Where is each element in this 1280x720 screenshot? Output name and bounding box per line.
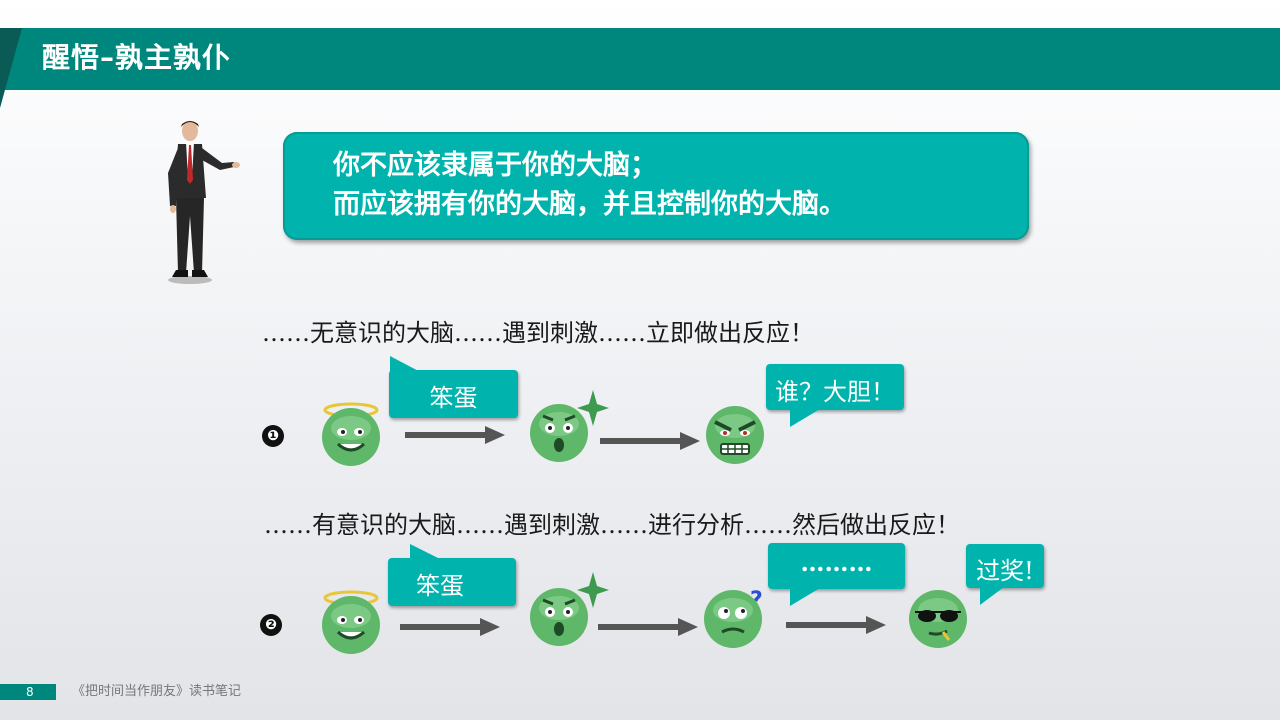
arrow-icon xyxy=(405,426,505,444)
arrow-icon xyxy=(598,618,698,636)
arrow-icon xyxy=(600,432,700,450)
footer-caption: 《把时间当作朋友》读书笔记 xyxy=(72,684,242,699)
title-fold-decoration xyxy=(0,28,22,108)
bubble-tail xyxy=(790,409,820,427)
angry-face-icon xyxy=(706,406,764,464)
reply-bubble-1-text: 谁？大胆！ xyxy=(775,378,895,406)
slide-title: 醒悟–孰主孰仆 xyxy=(42,41,232,74)
businessman-icon xyxy=(168,121,240,284)
shocked-face-icon xyxy=(530,390,609,462)
reply-bubble-2-text: 过奖! xyxy=(976,557,1034,585)
bubble-tail xyxy=(980,587,1004,605)
title-bar xyxy=(0,28,1280,90)
reply-bubble-1: 谁？大胆！ xyxy=(766,364,904,410)
reply-bubble-2: 过奖! xyxy=(966,544,1044,588)
page-number: 8 xyxy=(26,685,34,699)
scenario2-number: ❷ xyxy=(260,614,282,636)
scenario1-description: ……无意识的大脑……遇到刺激……立即做出反应！ xyxy=(262,319,814,347)
bubble-tail xyxy=(410,544,446,562)
scenario1-number: ❶ xyxy=(262,425,284,447)
bubble-tail xyxy=(790,588,820,606)
arrow-icon xyxy=(400,618,500,636)
arrow-icon xyxy=(786,616,886,634)
thinking-bubble: ……… xyxy=(768,543,905,589)
insult-bubble-1-text: 笨蛋 xyxy=(429,384,478,412)
thinking-bubble-text: ……… xyxy=(800,548,873,577)
angel-face-icon xyxy=(322,402,380,466)
shocked-face-icon xyxy=(530,572,609,646)
footer-page-tab xyxy=(0,684,56,700)
scenario2-description: ……有意识的大脑……遇到刺激……进行分析……然后做出反应！ xyxy=(264,511,960,539)
insult-bubble-1: 笨蛋 xyxy=(389,370,518,418)
insult-bubble-2: 笨蛋 xyxy=(388,558,516,606)
insult-bubble-2-text: 笨蛋 xyxy=(416,572,464,600)
angel-face-icon xyxy=(322,590,380,654)
cool-face-icon xyxy=(909,590,967,648)
quote-line-1: 你不应该隶属于你的大脑； xyxy=(333,150,657,181)
quote-line-2: 而应该拥有你的大脑，并且控制你的大脑。 xyxy=(333,189,846,220)
quote-box xyxy=(283,132,1029,240)
thinking-face-icon: ? xyxy=(704,588,763,648)
